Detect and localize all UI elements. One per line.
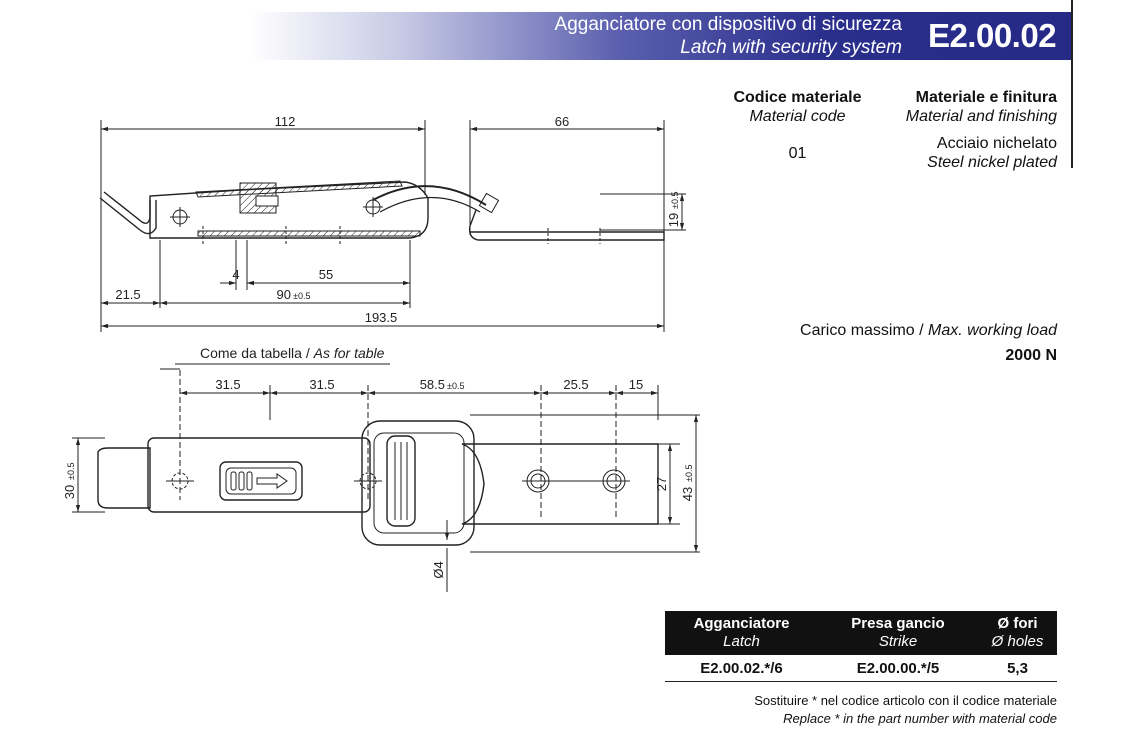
material-finish-label: Materiale e finitura: [915, 89, 1057, 106]
footnote-en: Replace * in the part number with materi…: [783, 711, 1057, 726]
header-strike-en: Strike: [878, 633, 918, 650]
dim-31-5-b: 31.5: [309, 377, 334, 392]
dim-43: 43: [680, 487, 695, 501]
dim-43-tol: ±0.5: [684, 465, 694, 482]
material-code-value: 01: [788, 145, 807, 162]
header-strike-it: Presa gancio: [851, 615, 945, 632]
dim-4: 4: [232, 267, 239, 282]
dim-193-5: 193.5: [365, 310, 398, 325]
header-latch-it: Agganciatore: [693, 615, 790, 632]
header-latch-en: Latch: [723, 633, 760, 650]
cell-strike-code: E2.00.00.*/5: [856, 659, 940, 677]
dim-15: 15: [629, 377, 643, 392]
footnote-it: Sostituire * nel codice articolo con il …: [754, 693, 1057, 708]
title-english: Latch with security system: [680, 37, 902, 58]
dim-66: 66: [555, 114, 569, 129]
max-load-label-it: Carico massimo /: [800, 322, 924, 339]
codes-table: Agganciatore Latch Presa gancio Strike Ø…: [665, 611, 1057, 682]
dim-diameter-4: Ø4: [431, 561, 446, 578]
product-code: E2.00.02: [927, 17, 1057, 54]
table-header-cell: Presa gancio Strike: [818, 611, 978, 655]
max-load-label: Carico massimo / Max. working load: [700, 321, 1057, 340]
dim-21-5: 21.5: [115, 287, 140, 302]
material-code-label: Codice materiale: [733, 89, 862, 106]
dim-112: 112: [275, 114, 296, 129]
dim-25-5: 25.5: [563, 377, 588, 392]
max-load-label-en: Max. working load: [928, 322, 1057, 339]
table-header: Agganciatore Latch Presa gancio Strike Ø…: [665, 611, 1057, 655]
dim-30-tol: ±0.5: [66, 463, 76, 480]
dim-19: 19: [666, 213, 681, 227]
table-row: E2.00.02.*/6 E2.00.00.*/5 5,3: [665, 655, 1057, 682]
header-divider: [1071, 0, 1073, 168]
dim-90-tol: ±0.5: [293, 291, 310, 301]
header-holes-it: Ø fori: [997, 615, 1038, 632]
table-header-cell: Ø fori Ø holes: [978, 611, 1057, 655]
dim-55: 55: [319, 267, 333, 282]
dim-58-5: 58.5: [420, 377, 445, 392]
cell-hole-diameter: 5,3: [1007, 659, 1028, 677]
dim-30: 30: [62, 485, 77, 499]
note-it: Come da tabella /: [200, 345, 310, 361]
dim-58-5-tol: ±0.5: [447, 381, 464, 391]
table-header-cell: Agganciatore Latch: [665, 611, 818, 655]
material-code-label-en: Material code: [749, 108, 846, 125]
material-finish-label-en: Material and finishing: [905, 108, 1057, 125]
dim-19-tol: ±0.5: [670, 192, 680, 209]
max-load-value: 2000 N: [1005, 347, 1057, 364]
header-band: [250, 12, 1072, 60]
note-en: As for table: [313, 345, 385, 361]
material-finish-value: Acciaio nichelato: [936, 135, 1057, 152]
dim-90: 90: [277, 287, 291, 302]
cell-latch-code: E2.00.02.*/6: [700, 659, 783, 677]
dim-31-5-a: 31.5: [215, 377, 240, 392]
technical-drawing: 112 66 4 55 21.5 90 ±0.5 193.5 19 ±0.5 3…: [62, 114, 700, 592]
material-finish-value-en: Steel nickel plated: [927, 154, 1057, 171]
title-italian: Agganciatore con dispositivo di sicurezz…: [554, 14, 902, 35]
note-as-for-table: Come da tabella / As for table: [200, 345, 385, 361]
dim-27: 27: [654, 477, 669, 491]
header-holes-en: Ø holes: [991, 633, 1044, 650]
